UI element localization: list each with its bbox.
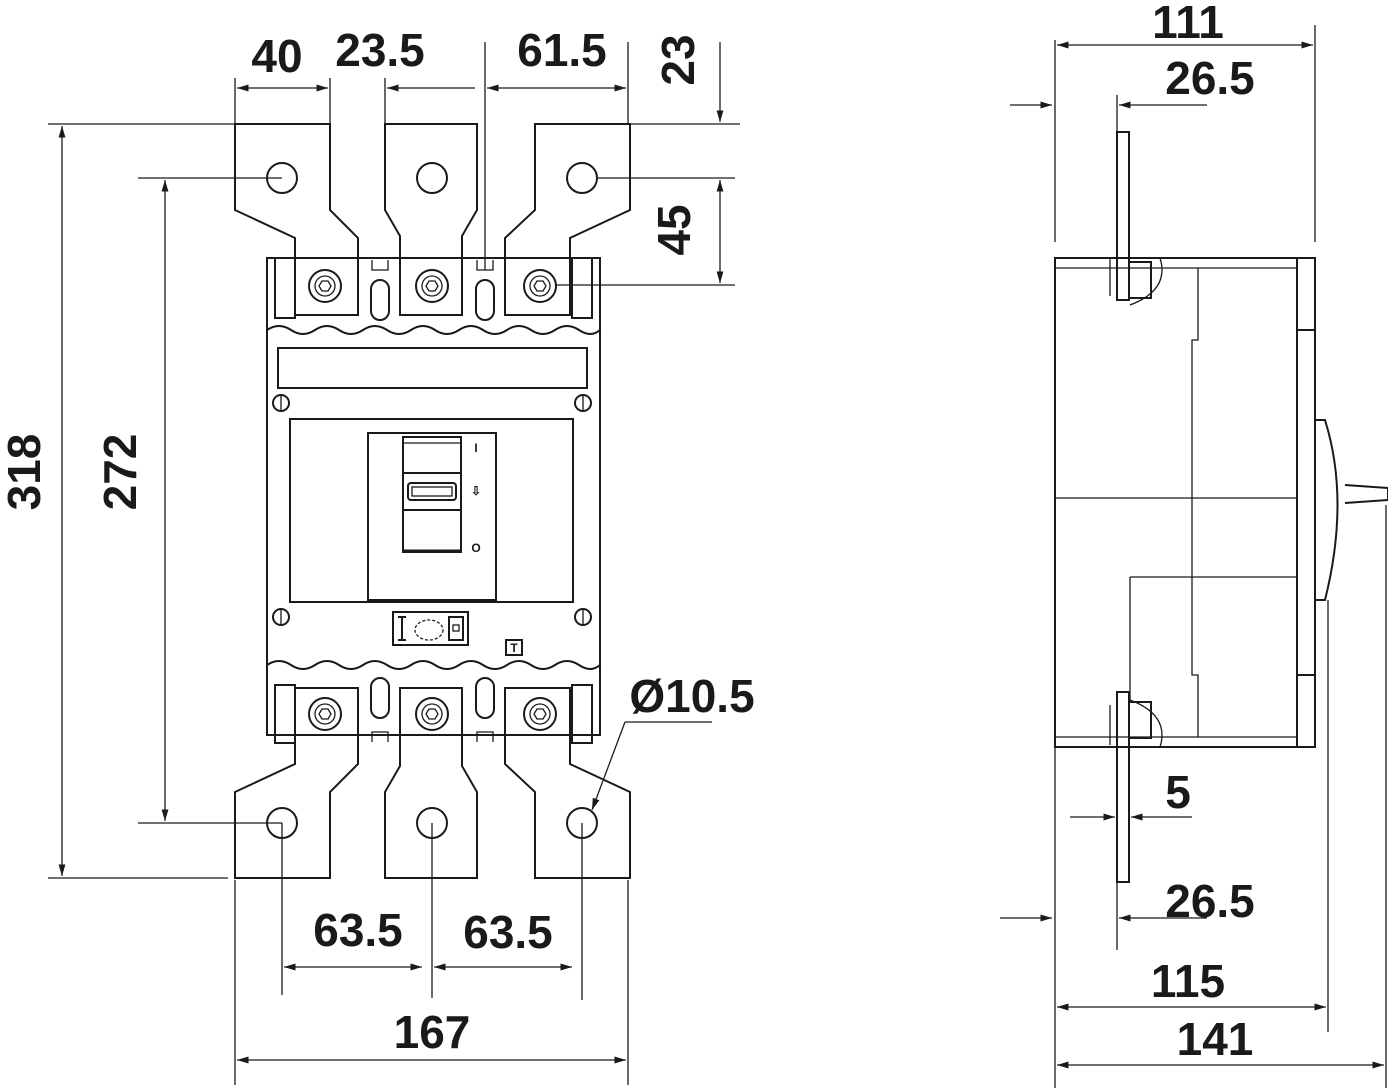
side-handle-base — [1315, 419, 1339, 601]
off-mark: O — [471, 541, 480, 555]
top-bolts — [308, 260, 557, 321]
top-terminals — [234, 123, 631, 319]
dim-318: 318 — [0, 434, 50, 511]
side-bottom-terminal — [1116, 691, 1130, 883]
front-dimensions: 318 272 40 23.5 61.5 23 45 63.5 63.5 — [0, 24, 755, 1085]
dim-5: 5 — [1165, 766, 1191, 818]
handle[interactable] — [402, 436, 462, 553]
label-area — [277, 347, 588, 389]
dim-272: 272 — [94, 434, 146, 511]
dim-167: 167 — [394, 1006, 471, 1058]
test-button[interactable]: T — [505, 639, 523, 656]
dim-115: 115 — [1151, 955, 1225, 1007]
dim-23: 23 — [652, 34, 704, 85]
side-top-terminal — [1116, 131, 1130, 301]
bottom-bolts — [308, 677, 557, 742]
cover-screws — [272, 394, 592, 626]
dim-23-5: 23.5 — [335, 24, 425, 76]
dim-hole-diameter: Ø10.5 — [629, 670, 754, 722]
front-view: I ⇩ O T — [0, 24, 755, 1085]
dim-63-5-right: 63.5 — [463, 906, 553, 958]
dim-26-5-top: 26.5 — [1165, 52, 1255, 104]
handle-frame — [367, 432, 497, 601]
side-dimensions: 111 26.5 5 26.5 115 141 — [1000, 0, 1387, 1088]
dim-45: 45 — [648, 204, 700, 255]
top-wave-line — [266, 325, 601, 335]
side-body — [1054, 257, 1316, 748]
breaker-body — [266, 257, 601, 736]
svg-text:T: T — [510, 641, 518, 655]
dim-141: 141 — [1177, 1013, 1254, 1065]
side-view: 111 26.5 5 26.5 115 141 — [1000, 0, 1388, 1088]
dim-26-5-bottom: 26.5 — [1165, 875, 1255, 927]
dim-111: 111 — [1152, 0, 1224, 48]
dim-63-5-left: 63.5 — [313, 904, 403, 956]
side-handle — [1344, 484, 1388, 504]
dim-61-5: 61.5 — [517, 24, 607, 76]
trip-mark: ⇩ — [471, 484, 481, 498]
dim-40: 40 — [251, 30, 302, 82]
trip-unit-dial[interactable] — [392, 611, 469, 646]
on-mark: I — [474, 441, 477, 455]
handle-window — [289, 418, 574, 603]
bottom-wave-line — [266, 660, 601, 670]
